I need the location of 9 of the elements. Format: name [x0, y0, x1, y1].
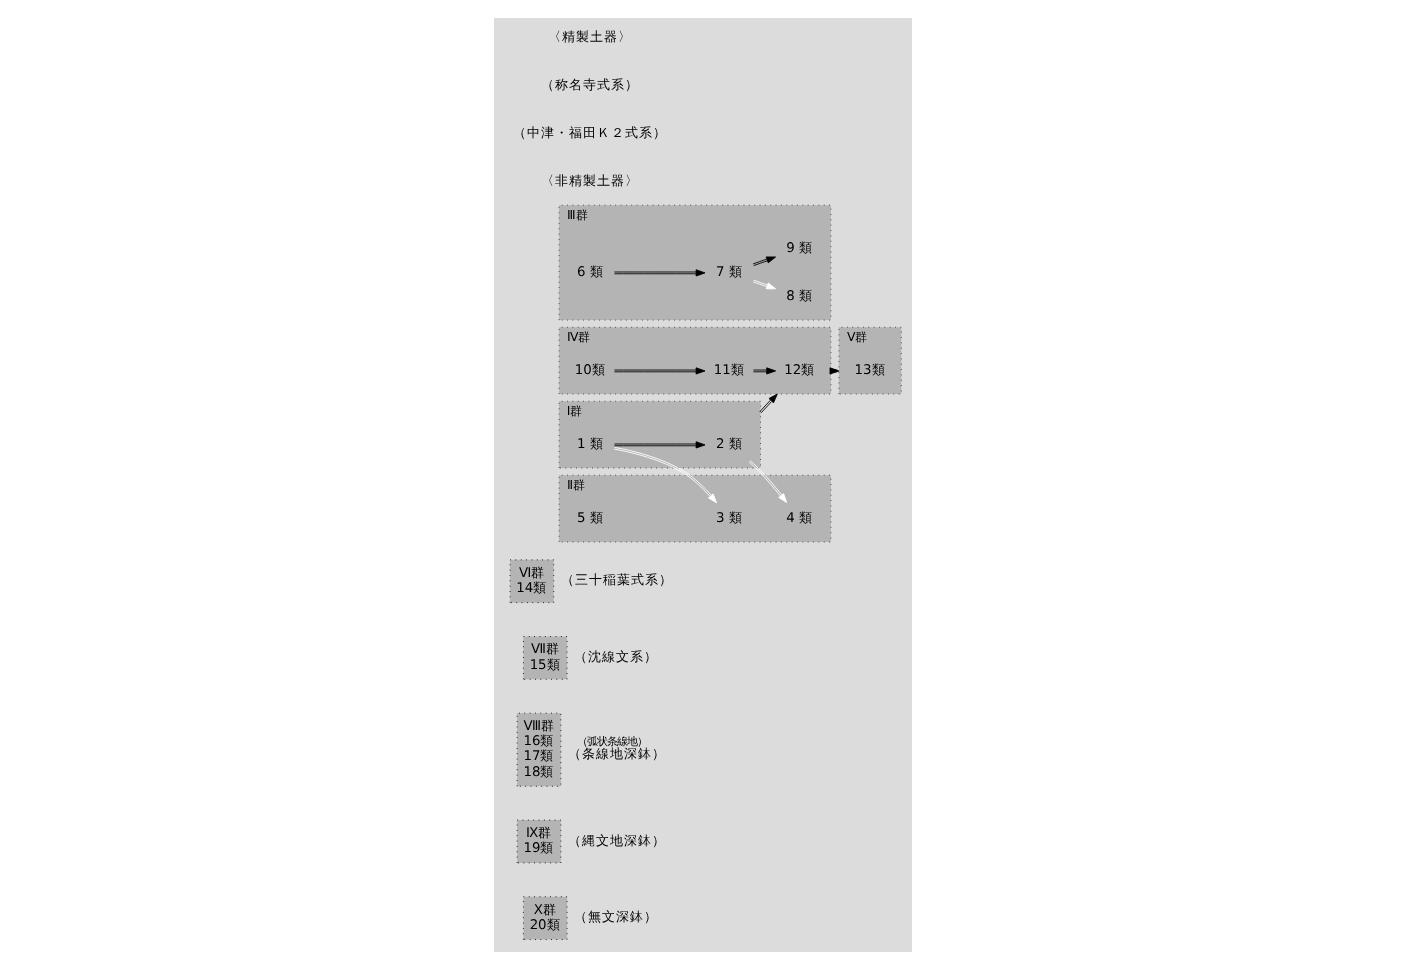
arrow — [612, 446, 716, 504]
arrow — [613, 367, 705, 375]
arrow — [758, 393, 777, 414]
arrow — [747, 460, 787, 503]
arrow — [751, 256, 776, 266]
arrow — [613, 441, 705, 449]
arrow — [751, 279, 776, 290]
arrow — [751, 367, 776, 375]
arrow — [613, 269, 705, 277]
